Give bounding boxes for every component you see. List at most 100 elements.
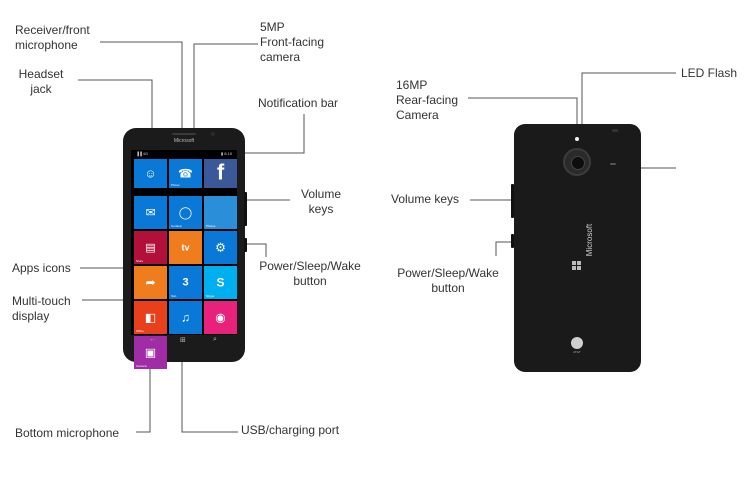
skype-icon: S	[216, 274, 225, 289]
label-line: 5MP	[260, 20, 285, 34]
leader-power-front	[244, 243, 267, 257]
tile-caption: Skype	[206, 294, 215, 298]
label-receiver-mic: Receiver/front microphone	[15, 23, 90, 53]
cortana-icon: ◯	[178, 204, 193, 219]
label-line: 16MP	[396, 78, 428, 92]
tile-caption: Cortana	[171, 224, 182, 228]
tile-store[interactable]: ▤ Store	[134, 231, 167, 264]
label-notification-bar: Notification bar	[258, 96, 338, 111]
label-line: Headset	[18, 67, 64, 81]
rear-microphone-icon	[610, 163, 616, 165]
power-button-back[interactable]	[511, 234, 514, 248]
tile-caption: Photos	[206, 224, 216, 228]
leader-front-camera	[193, 43, 258, 128]
label-line: jack	[30, 82, 52, 96]
label-line: USB/charging port	[241, 423, 340, 437]
tile-caption: Office	[136, 329, 144, 333]
label-line: microphone	[15, 38, 78, 52]
notification-bar[interactable]: ▐▐ 4G ▮ 8:15	[133, 151, 235, 156]
groove-icon: ◉	[215, 309, 226, 324]
label-line: Power/Sleep/Wake	[259, 259, 361, 273]
tile-skype[interactable]: S Skype	[204, 266, 237, 299]
power-button-front[interactable]	[244, 238, 247, 252]
label-headset-jack: Headset jack	[15, 67, 67, 97]
label-bottom-mic: Bottom microphone	[15, 426, 119, 441]
store-icon: ▤	[145, 241, 156, 254]
phone-back: Microsoft AT&T	[511, 124, 641, 372]
label-line: Front-facing	[260, 35, 325, 49]
tile-tv[interactable]: tv	[169, 231, 202, 264]
touch-display[interactable]: ▐▐ 4G ▮ 8:15 ☺ ☎ Phone f ✉ ◯ Cortana Photos ▤ Sto…	[131, 150, 237, 369]
tile-caption: Sun	[171, 294, 177, 298]
phone-icon: ☎	[178, 165, 193, 180]
tile-caption: Phone	[171, 183, 180, 187]
windows-logo-icon	[572, 261, 581, 270]
tile-music[interactable]: ♫	[169, 301, 202, 334]
tile-camera[interactable]: ▣ Camera	[134, 336, 167, 369]
windows-home-icon[interactable]: ⊞	[180, 337, 186, 344]
signal-status: ▐▐ 4G	[136, 151, 149, 156]
label-line: Volume	[300, 187, 342, 201]
label-volume-keys-front: Volume keys	[296, 187, 346, 217]
tile-facebook[interactable]: f	[204, 159, 237, 188]
camera-icon: ▣	[144, 344, 157, 359]
leader-led-flash	[581, 72, 676, 137]
label-line: Rear-facing	[396, 93, 459, 107]
messaging-icon: ✉	[145, 204, 156, 219]
label-line: button	[293, 274, 327, 288]
tile-maps[interactable]: ➦	[134, 266, 167, 299]
tile-settings[interactable]: ⚙	[204, 231, 237, 264]
label-line: button	[431, 281, 465, 295]
label-line: display	[12, 309, 50, 323]
tile-groove[interactable]: ◉	[204, 301, 237, 334]
label-multi-touch: Multi-touch display	[12, 294, 71, 324]
label-power-front: Power/Sleep/Wake button	[256, 259, 364, 289]
leader-receiver-mic	[100, 41, 183, 128]
label-front-camera: 5MP Front-facing camera	[260, 20, 324, 65]
tile-cortana[interactable]: ◯ Cortana	[169, 196, 202, 229]
search-icon[interactable]: ⌕	[213, 336, 217, 343]
rear-camera-icon	[563, 148, 591, 176]
receiver-speaker	[172, 133, 196, 135]
tile-photos[interactable]: Photos	[204, 196, 237, 229]
leader-notification-bar	[240, 114, 305, 154]
label-line: Multi-touch	[12, 294, 71, 308]
tile-people[interactable]: ☺	[134, 159, 167, 188]
label-line: Notification bar	[258, 96, 339, 110]
tile-caption: Camera	[136, 364, 147, 368]
settings-icon: ⚙	[215, 239, 226, 254]
volume-keys-front[interactable]	[244, 192, 247, 226]
carrier-logo: AT&T	[573, 350, 581, 354]
label-line: Apps icons	[12, 261, 71, 275]
label-power-back: Power/Sleep/Wake button	[394, 266, 502, 296]
label-line: camera	[260, 50, 301, 64]
leader-usb-port	[181, 362, 238, 433]
leader-bottom-mic	[136, 362, 151, 433]
att-globe-icon	[571, 337, 583, 349]
facebook-icon: f	[216, 159, 225, 185]
back-icon[interactable]: ←	[149, 336, 156, 343]
brand-logo-back: Microsoft	[585, 223, 594, 257]
label-usb-port: USB/charging port	[241, 423, 339, 438]
label-led-flash: LED Flash	[681, 66, 737, 81]
tile-caption: Store	[136, 259, 144, 263]
label-line: LED Flash	[681, 66, 738, 80]
tile-phone[interactable]: ☎ Phone	[169, 159, 202, 188]
label-line: keys	[308, 202, 334, 216]
people-icon: ☺	[144, 165, 157, 180]
leader-power-back	[495, 241, 514, 256]
label-apps-icons: Apps icons	[12, 261, 71, 276]
leader-headset-jack	[78, 79, 153, 128]
secondary-sensor-icon	[612, 129, 618, 132]
tile-messaging[interactable]: ✉	[134, 196, 167, 229]
front-camera-icon	[211, 132, 215, 136]
tv-icon: tv	[181, 242, 190, 252]
label-volume-keys-back: Volume keys	[391, 192, 459, 207]
label-line: Power/Sleep/Wake	[397, 266, 499, 280]
tile-office[interactable]: ◧Office	[134, 301, 167, 334]
calendar-icon: 3	[182, 275, 189, 288]
volume-keys-back[interactable]	[511, 184, 514, 218]
